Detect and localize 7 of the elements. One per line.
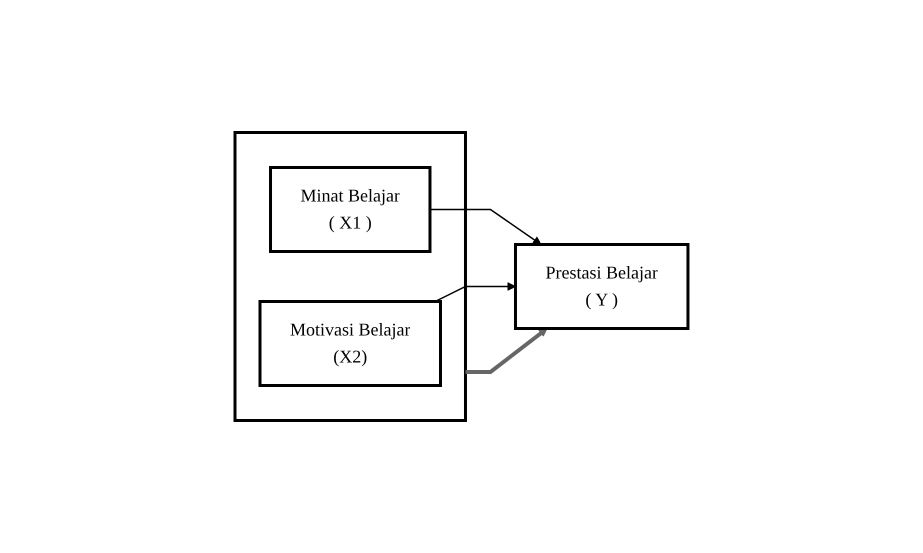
cluster xyxy=(234,131,467,422)
node-box: Motivasi Belajar (X2) xyxy=(258,300,442,387)
arrow xyxy=(434,282,516,302)
arrow xyxy=(466,328,548,374)
node-box: Minat Belajar ( X1 ) xyxy=(269,166,432,253)
node-box: Prestasi Belajar ( Y ) xyxy=(514,243,690,330)
arrow xyxy=(430,208,542,245)
